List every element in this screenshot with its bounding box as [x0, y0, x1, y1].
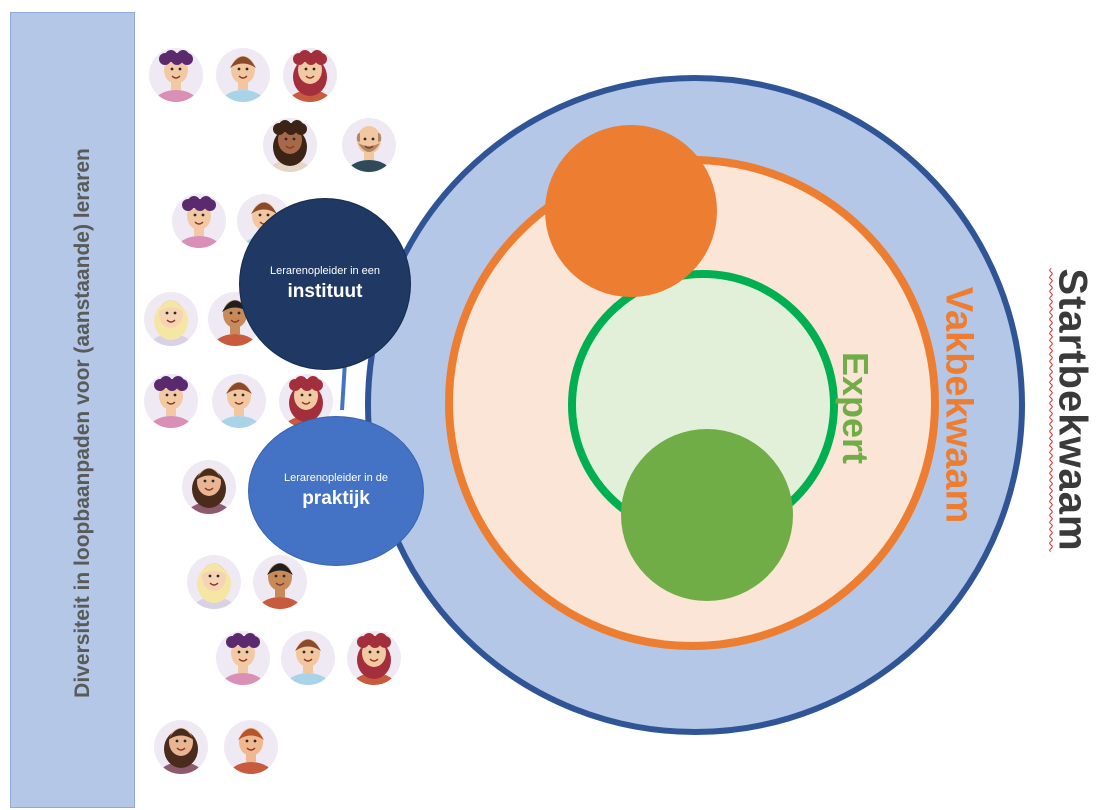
bubble-praktijk-title: praktijk: [302, 487, 370, 509]
person-icon: [182, 460, 236, 514]
startbekwaam-label: Startbekwaam: [1050, 268, 1095, 552]
person-icon: [144, 292, 198, 346]
person-icon: [172, 194, 226, 248]
person-icon: [253, 555, 307, 609]
bubble-instituut-title: instituut: [287, 280, 363, 302]
avatar-group: [144, 48, 401, 774]
person-icon: [187, 555, 241, 609]
connector-line: [340, 361, 347, 411]
vakbekwaam-label: Vakbekwaam: [937, 286, 980, 524]
expert-label: Expert: [835, 351, 876, 465]
person-icon: [144, 374, 198, 428]
sidebar-panel: Diversiteit in loopbaanpaden voor (aanst…: [10, 12, 135, 808]
person-icon: [263, 118, 317, 172]
person-icon: [149, 48, 203, 102]
person-icon: [347, 631, 401, 685]
bubble-instituut-subtitle: Lerarenopleider in een: [269, 264, 381, 277]
person-icon: [224, 720, 278, 774]
bubble-instituut: Lerarenopleider in een instituut: [239, 198, 411, 370]
person-icon: [216, 48, 270, 102]
person-icon: [342, 118, 396, 172]
person-icon: [216, 631, 270, 685]
green-dot: [621, 429, 793, 601]
bubble-praktijk-subtitle: Lerarenopleider in de: [284, 471, 388, 484]
orange-dot: [545, 125, 717, 297]
bubble-praktijk: Lerarenopleider in de praktijk: [248, 416, 424, 566]
person-icon: [212, 374, 266, 428]
person-icon: [154, 720, 208, 774]
person-icon: [281, 631, 335, 685]
person-icon: [283, 48, 337, 102]
